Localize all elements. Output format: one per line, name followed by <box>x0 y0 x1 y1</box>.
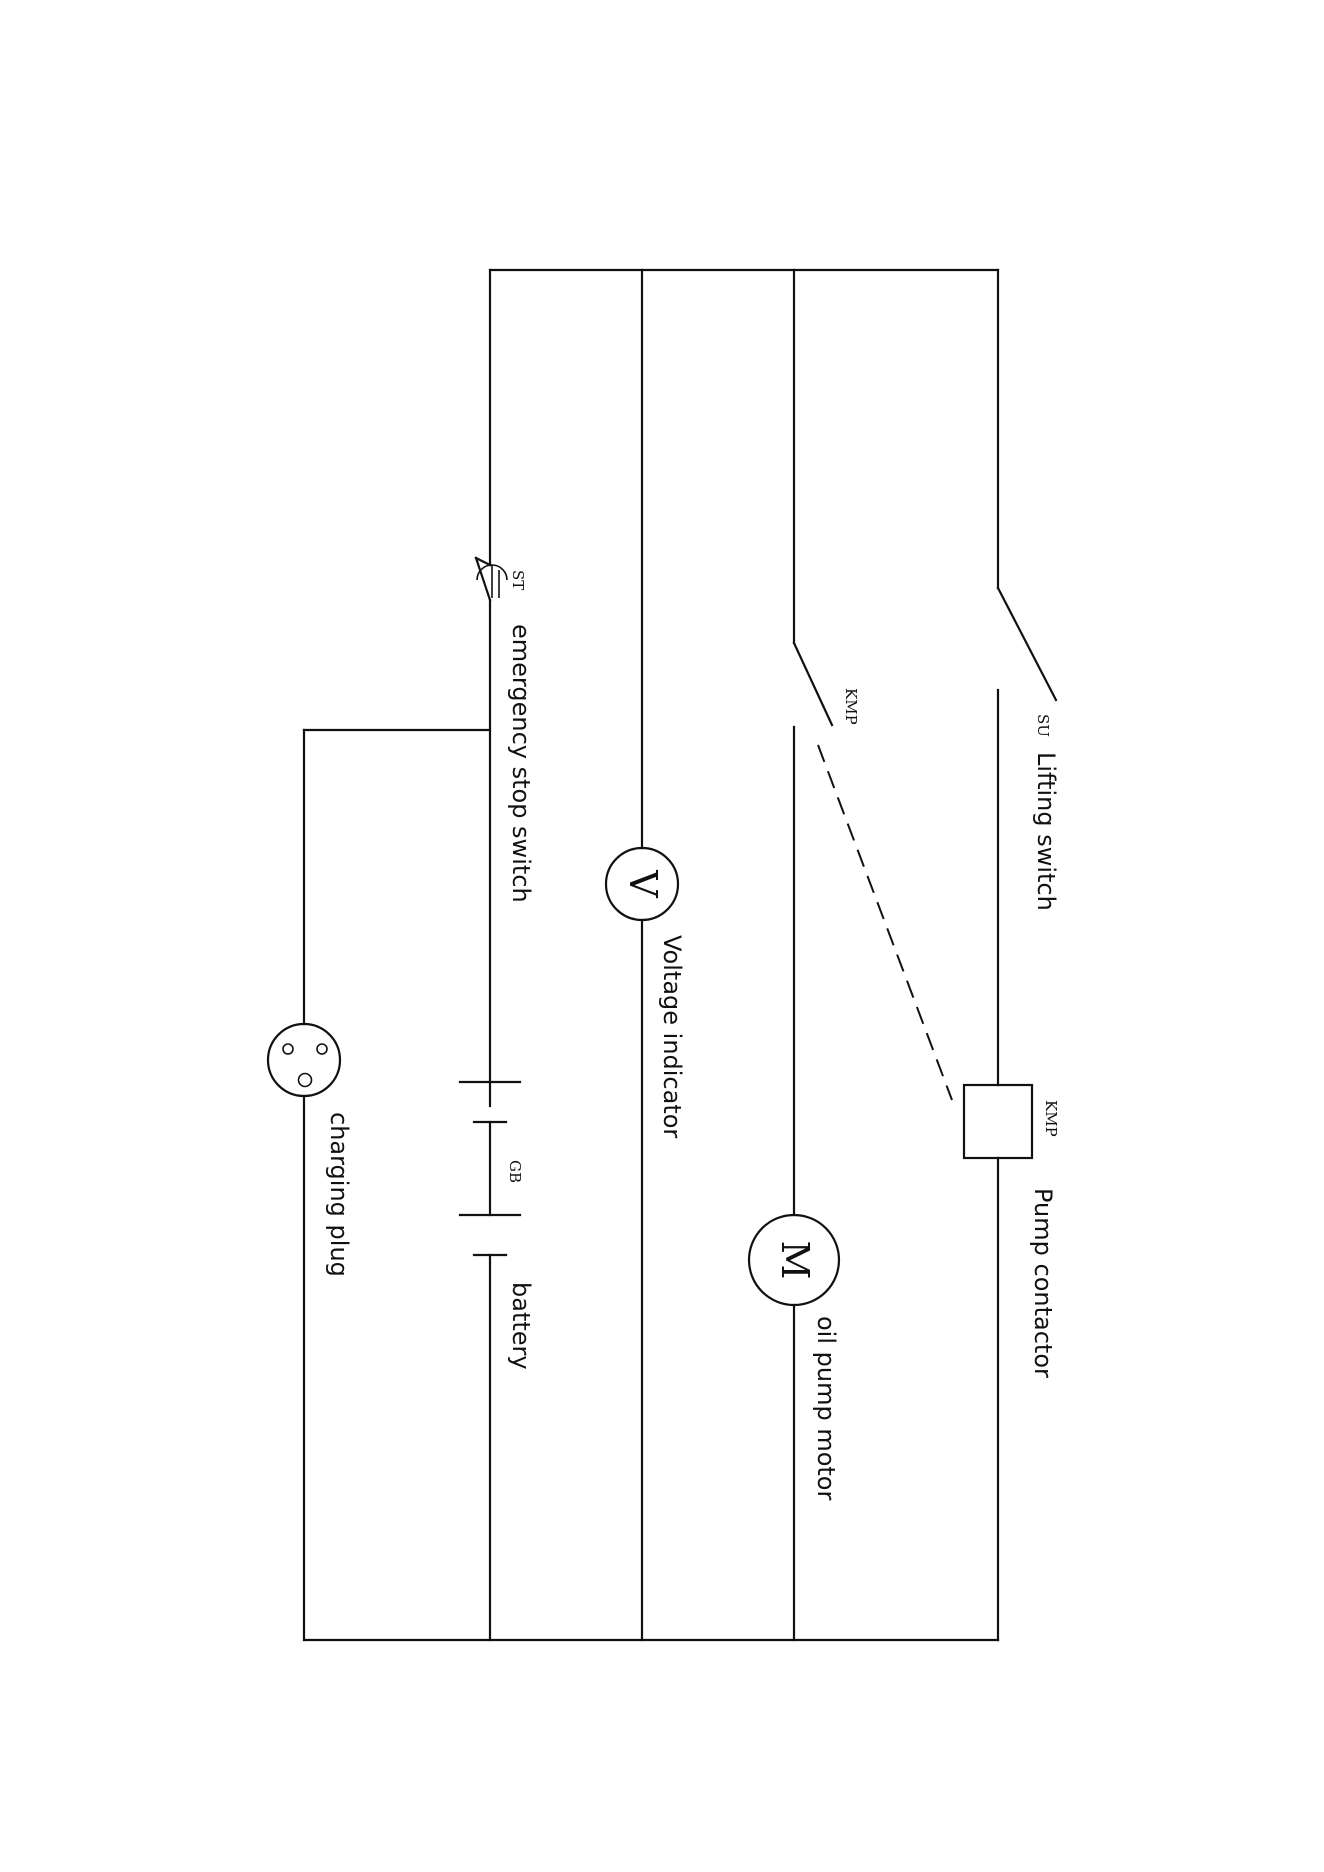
contactor-contact-designator: KMP <box>842 688 860 725</box>
emergency-stop-symbol <box>476 558 507 600</box>
voltmeter-symbol-letter: V <box>621 869 665 898</box>
pump-contactor-coil <box>964 1085 1032 1158</box>
battery-cell-1 <box>460 1082 520 1122</box>
battery-designator: GB <box>506 1160 524 1183</box>
battery-label: battery <box>507 1282 535 1370</box>
emergency-stop-designator: ST <box>509 570 527 590</box>
contactor-contact-blade <box>794 643 832 725</box>
battery-cell-2 <box>460 1215 520 1255</box>
contactor-mechanical-link <box>818 745 952 1100</box>
lifting-switch-designator: SU <box>1034 714 1052 737</box>
charging-plug-label: charging plug <box>325 1112 353 1277</box>
contactor-coil-designator: KMP <box>1042 1100 1060 1137</box>
charging-plug-symbol <box>268 1024 340 1096</box>
pump-contactor-label: Pump contactor <box>1029 1188 1057 1378</box>
lifting-switch-label: Lifting switch <box>1032 752 1060 911</box>
oil-pump-motor-label: oil pump motor <box>812 1316 840 1500</box>
charging-plug-branch <box>268 730 490 1640</box>
voltage-indicator-label: Voltage indicator <box>658 935 686 1138</box>
emergency-stop-switch-label: emergency stop switch <box>507 624 535 903</box>
lifting-switch-blade <box>998 588 1056 700</box>
battery-branch <box>460 270 520 1640</box>
motor-symbol-letter: M <box>773 1241 817 1280</box>
lifting-switch-branch <box>964 270 1056 1640</box>
